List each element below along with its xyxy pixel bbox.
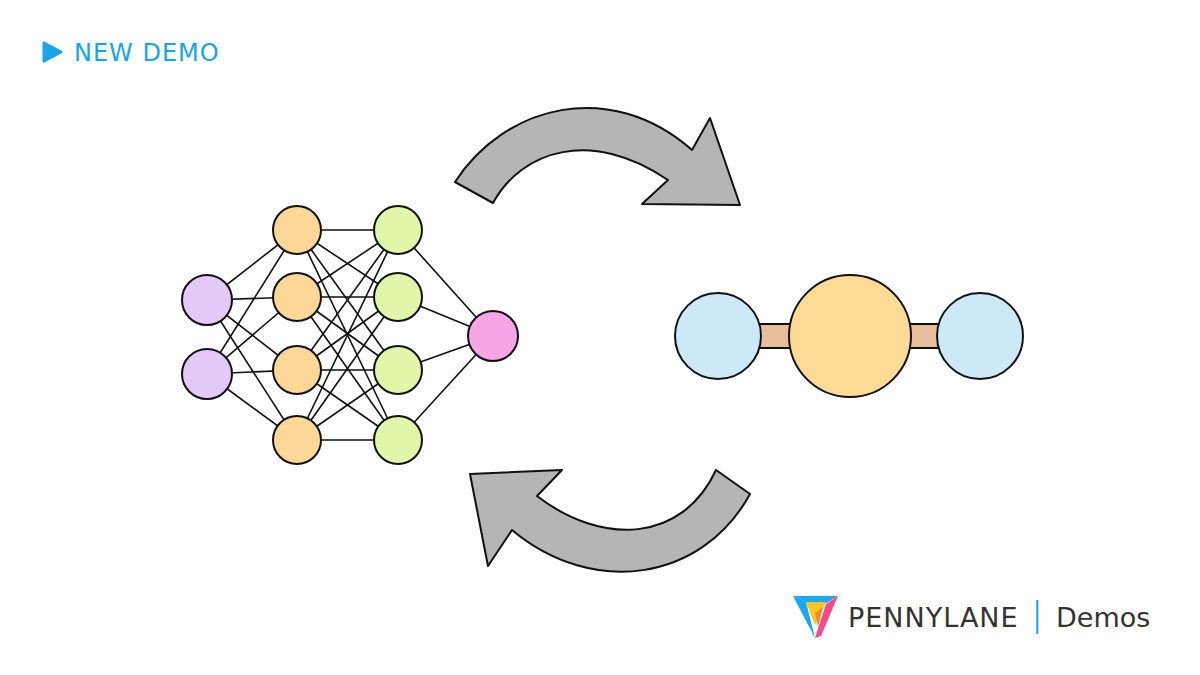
network-connections xyxy=(207,230,493,440)
hidden-neuron xyxy=(374,416,422,464)
atom xyxy=(675,293,761,379)
hidden-neuron xyxy=(374,273,422,321)
section-name: Demos xyxy=(1056,604,1150,631)
hidden-neuron xyxy=(273,416,321,464)
cycle-arrow xyxy=(455,108,740,205)
hidden-neuron xyxy=(374,346,422,394)
hidden-neuron xyxy=(374,206,422,254)
input-neuron xyxy=(182,275,232,325)
play-icon xyxy=(44,43,61,61)
atom xyxy=(789,275,911,397)
network-connection xyxy=(297,230,398,440)
input-neuron xyxy=(182,349,232,399)
brand-name: PENNYLANE xyxy=(848,604,1019,631)
network-connection xyxy=(297,230,398,440)
separator-bar xyxy=(1036,600,1038,634)
hidden-neuron xyxy=(273,346,321,394)
output-neuron xyxy=(468,311,518,361)
neural-network xyxy=(182,206,518,464)
demo-tag: NEW DEMO xyxy=(74,41,220,65)
logo-part xyxy=(815,596,838,638)
atom xyxy=(937,293,1023,379)
pennylane-logo xyxy=(793,596,838,638)
hidden-neuron xyxy=(273,273,321,321)
cycle-arrow xyxy=(470,470,750,572)
molecule xyxy=(675,275,1023,397)
logo-part xyxy=(815,607,823,627)
hidden-neuron xyxy=(273,206,321,254)
